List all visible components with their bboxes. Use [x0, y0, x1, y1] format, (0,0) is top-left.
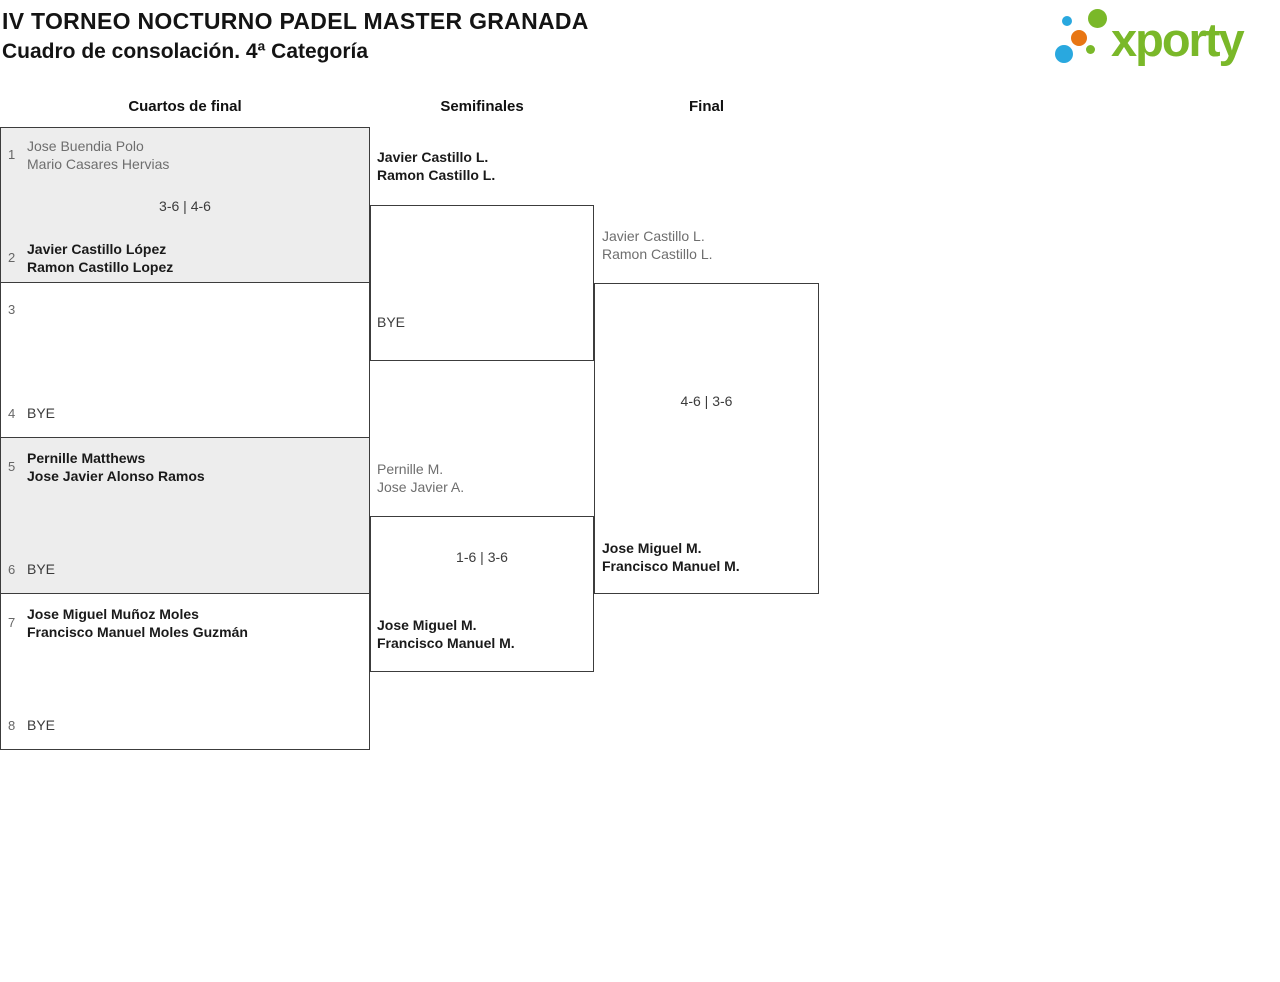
logo-dot-icon: [1062, 16, 1072, 26]
bye-label: BYE: [27, 405, 56, 421]
match-box-qf4: [0, 594, 370, 750]
seed-number: 1: [8, 147, 16, 162]
qf1-team-bottom: Javier Castillo López Ramon Castillo Lop…: [27, 241, 174, 275]
xporty-logo[interactable]: xporty: [1050, 5, 1280, 77]
seed-number: 6: [8, 562, 16, 577]
bye-label: BYE: [377, 314, 406, 330]
logo-dot-icon: [1055, 45, 1073, 63]
seed-number: 5: [8, 459, 16, 474]
bye-label: BYE: [27, 561, 56, 577]
final-team-top: Javier Castillo L. Ramon Castillo L.: [602, 228, 713, 262]
round-header-cuartos-de-final: Cuartos de final: [128, 98, 242, 115]
seed-number: 3: [8, 302, 16, 317]
sf2-team-top: Pernille M. Jose Javier A.: [377, 461, 465, 495]
final-team-bottom: Jose Miguel M. Francisco Manuel M.: [602, 540, 740, 574]
match-score: 1-6 | 3-6: [456, 549, 508, 565]
qf4-team-bottom: 8 BYE: [8, 717, 55, 734]
logo-dot-icon: [1086, 45, 1095, 54]
round-header-final: Final: [688, 98, 724, 115]
qf1-team-top: Jose Buendia Polo Mario Casares Hervias: [27, 138, 170, 172]
match-score: 3-6 | 4-6: [159, 198, 211, 214]
round-header-semifinales: Semifinales: [440, 98, 524, 115]
match-box-qf2: [0, 283, 370, 438]
logo-dot-icon: [1071, 30, 1087, 46]
logo-wordmark: xporty: [1111, 13, 1245, 66]
seed-number: 4: [8, 406, 16, 421]
logo-dot-icon: [1088, 9, 1107, 28]
sf1-team-bottom: BYE: [377, 314, 405, 330]
match-box-sf2: [370, 516, 594, 672]
seed-number: 8: [8, 718, 16, 733]
qf4-team-top: Jose Miguel Muñoz Moles Francisco Manuel…: [27, 606, 248, 640]
match-score: 4-6 | 3-6: [680, 393, 733, 409]
bye-label: BYE: [27, 717, 56, 733]
sf1-team-top: Javier Castillo L. Ramon Castillo L.: [377, 149, 496, 183]
match-box-qf3: [0, 438, 370, 594]
qf3-team-top: Pernille Matthews Jose Javier Alonso Ram…: [27, 450, 205, 484]
page-title: IV TORNEO NOCTURNO PADEL MASTER GRANADA: [2, 8, 589, 34]
sf2-team-bottom: Jose Miguel M. Francisco Manuel M.: [377, 617, 515, 651]
match-box-sf1: [370, 205, 594, 361]
page-subtitle: Cuadro de consolación. 4ª Categoría: [2, 40, 369, 63]
seed-number: 2: [8, 250, 16, 265]
match-box-final: [594, 283, 819, 594]
qf3-team-bottom: 6 BYE: [8, 561, 55, 578]
seed-number: 7: [8, 615, 16, 630]
match-box-qf1: [0, 127, 370, 283]
qf2-team-bottom: 4 BYE: [8, 405, 55, 422]
